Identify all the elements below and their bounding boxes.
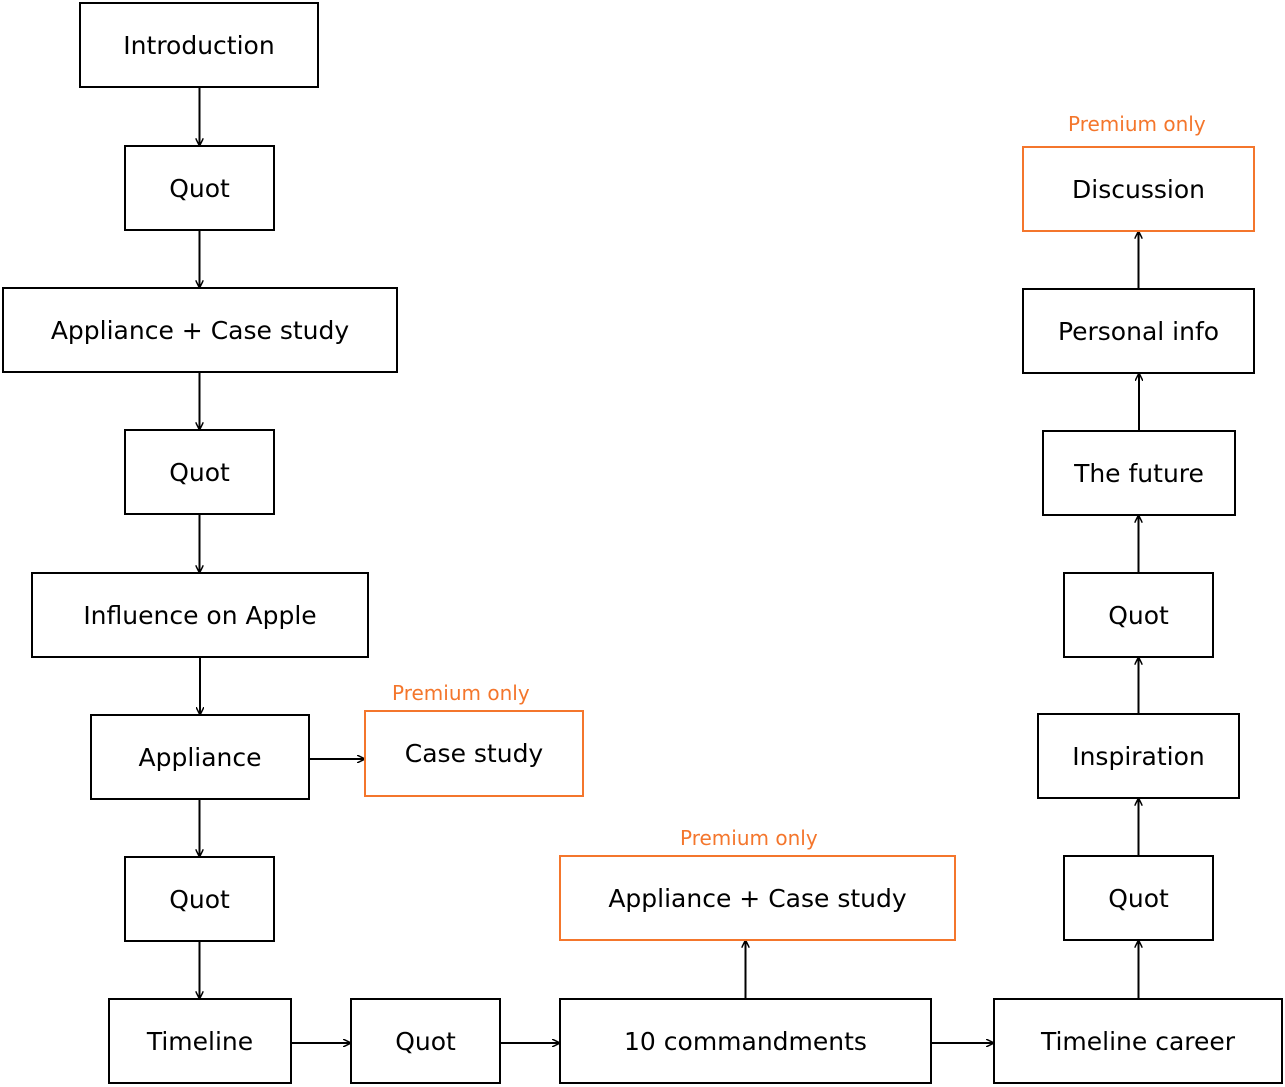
node-introduction: Introduction	[79, 2, 319, 88]
node-quot-6: Quot	[1063, 572, 1214, 658]
node-quot-1: Quot	[124, 145, 275, 231]
node-personal-info: Personal info	[1022, 288, 1255, 374]
node-inspiration: Inspiration	[1037, 713, 1240, 799]
node-quot-2: Quot	[124, 429, 275, 515]
premium-label-discussion: Premium only	[1068, 112, 1206, 136]
node-appliance: Appliance	[90, 714, 310, 800]
node-influence-on-apple: Influence on Apple	[31, 572, 369, 658]
node-quot-4: Quot	[350, 998, 501, 1084]
node-appliance-case-study-2: Appliance + Case study	[559, 855, 956, 941]
premium-label-appliance-case-study: Premium only	[680, 826, 818, 850]
node-case-study: Case study	[364, 710, 584, 797]
node-timeline-career: Timeline career	[993, 998, 1283, 1084]
premium-label-case-study: Premium only	[392, 681, 530, 705]
node-quot-5: Quot	[1063, 855, 1214, 941]
node-quot-3: Quot	[124, 856, 275, 942]
node-appliance-case-study-1: Appliance + Case study	[2, 287, 398, 373]
node-the-future: The future	[1042, 430, 1236, 516]
node-ten-commandments: 10 commandments	[559, 998, 932, 1084]
node-discussion: Discussion	[1022, 146, 1255, 232]
node-timeline: Timeline	[108, 998, 292, 1084]
